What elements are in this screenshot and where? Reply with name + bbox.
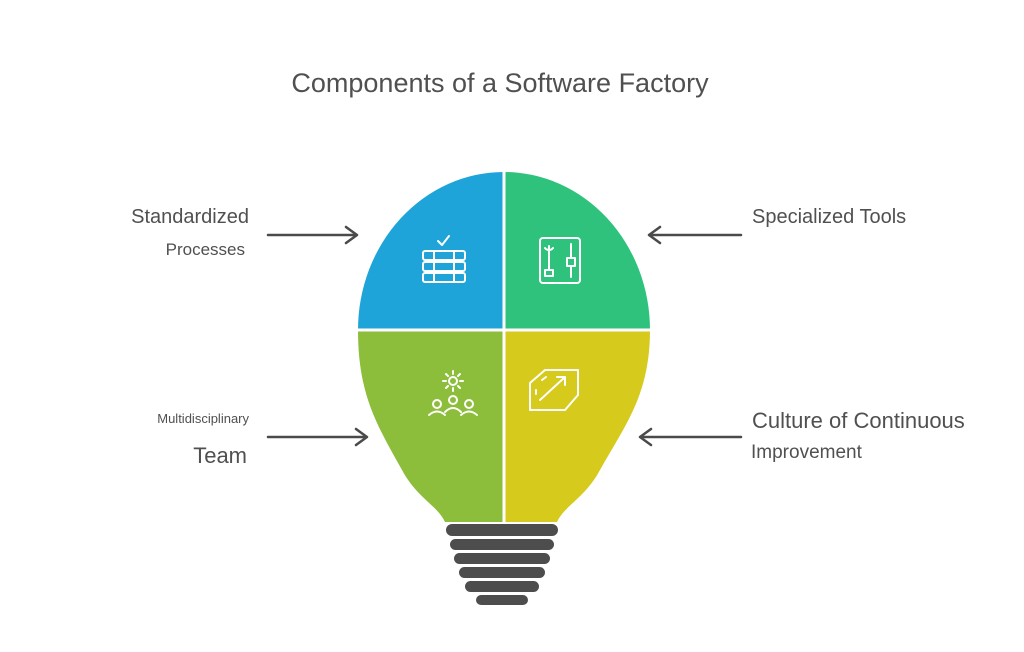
diagram-title: Components of a Software Factory — [291, 68, 709, 98]
label-continuous-line1: Culture of Continuous — [752, 408, 965, 433]
arrow-standardized — [266, 225, 359, 245]
quadrant-standardized-processes — [358, 172, 504, 330]
arrow-continuous — [638, 427, 743, 447]
quadrant-continuous-improvement — [504, 330, 650, 522]
label-specialized-tools: Specialized Tools — [752, 206, 907, 228]
arrow-specialized — [647, 225, 743, 245]
label-standardized-line2: Processes — [165, 240, 245, 259]
toolbox-icon — [539, 237, 581, 284]
bulb-base — [446, 524, 558, 605]
label-continuous-line2: Improvement — [751, 442, 862, 463]
label-multidisciplinary-line2: Team — [193, 443, 247, 468]
label-standardized-line1: Standardized — [131, 206, 249, 228]
improvement-arrow-icon — [529, 369, 579, 411]
arrow-multidisciplinary — [266, 427, 369, 447]
label-multidisciplinary-line1: Multidisciplinary — [157, 411, 249, 426]
team-gear-icon — [428, 370, 478, 416]
server-check-icon — [422, 235, 466, 283]
quadrant-multidisciplinary-team — [358, 330, 504, 522]
